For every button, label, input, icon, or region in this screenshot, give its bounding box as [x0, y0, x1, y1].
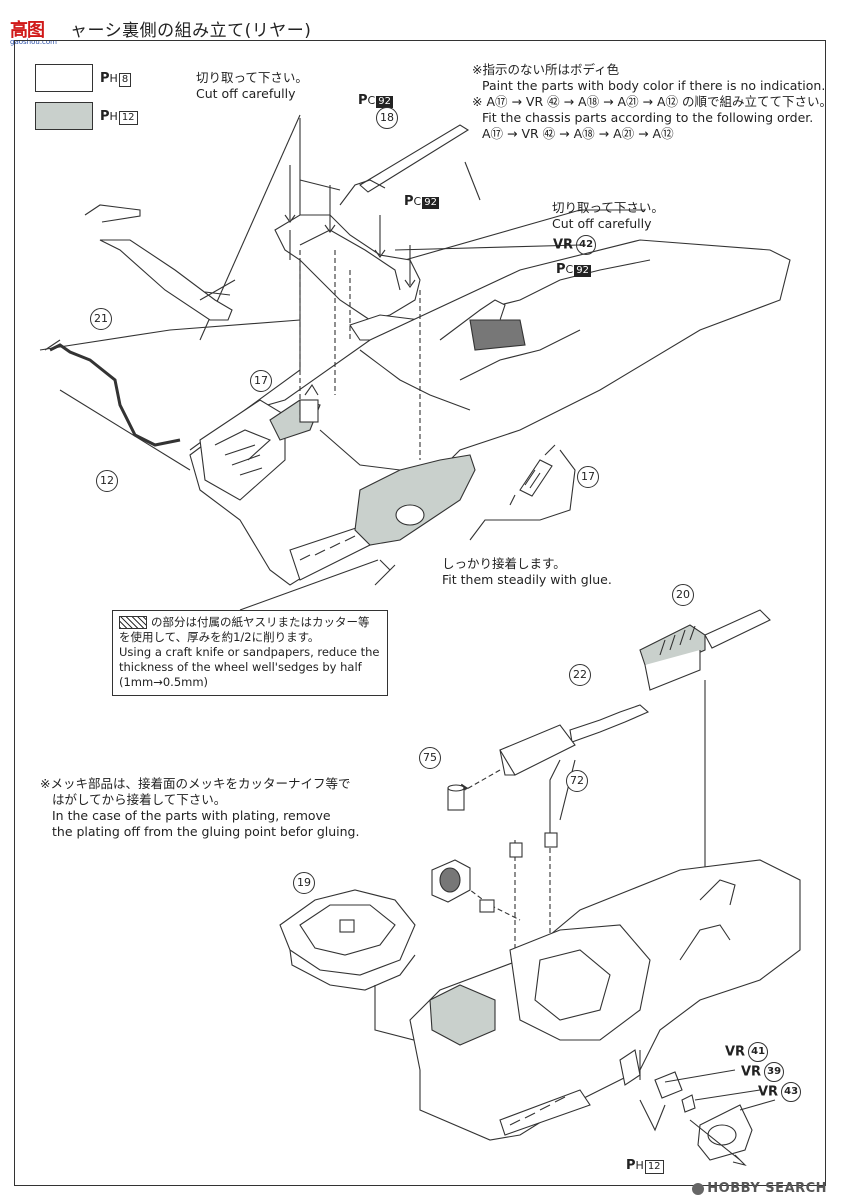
- part-72-bush-a: [509, 842, 523, 858]
- part-label-72: 72: [566, 770, 588, 792]
- cut-note-2-en: Cut off carefully: [552, 216, 652, 231]
- ph-gray-num: 12: [118, 111, 138, 125]
- ph-bottom-num: 12: [644, 1160, 664, 1174]
- note-box-en1: Using a craft knife or sandpapers, reduc…: [119, 645, 380, 659]
- body-color-note-jp: ※指示のない所はボディ色: [472, 62, 620, 77]
- order-note-jp: ※ A⑰ → VR ㊷ → A⑱ → A㉑ → A⑫ の順で組み立てて下さい。: [472, 94, 833, 109]
- part-label-17b: 17: [577, 466, 599, 488]
- part-vr43-disc: [697, 1104, 753, 1161]
- part-22-exhaust: [499, 704, 650, 776]
- plating-note-jp2: はがしてから接着して下さい。: [52, 792, 227, 807]
- note-box-en3: (1mm→0.5mm): [119, 675, 209, 689]
- part-label-17a: 17: [250, 370, 272, 392]
- plating-note-en2: the plating off from the gluing point be…: [52, 824, 360, 839]
- plating-note-en1: In the case of the parts with plating, r…: [52, 808, 331, 823]
- gray-color-swatch: [35, 102, 93, 130]
- order-note-en2: A⑰ → VR ㊷ → A⑱ → A㉑ → A⑫: [482, 126, 674, 141]
- site-logo: 高图 gaoshou.com: [4, 8, 66, 46]
- body-color-note-en: Paint the parts with body color if there…: [482, 78, 826, 93]
- wheel-well-note-box: の部分は付属の紙ヤスリまたはカッター等 を使用して、厚みを約1/2に削ります。 …: [112, 610, 388, 696]
- ph-white-num: 8: [118, 73, 132, 87]
- pc-prefix: C: [367, 94, 376, 107]
- vr-num: 39: [764, 1062, 785, 1082]
- ph-prefix: H: [109, 72, 118, 85]
- ph-prefix: H: [109, 110, 118, 123]
- part-17-shock-left: [299, 383, 319, 423]
- part-label-21: 21: [90, 308, 112, 330]
- vr-num: 42: [576, 235, 597, 255]
- cut-note-2-jp: 切り取って下さい。: [552, 200, 664, 215]
- note-box-line-1: の部分は付属の紙ヤスリまたはカッター等: [119, 615, 381, 630]
- watermark: HOBBY SEARCH: [692, 1181, 827, 1196]
- cut-note-1-en: Cut off carefully: [196, 86, 296, 101]
- part-label-20: 20: [672, 584, 694, 606]
- part-vr39-pin: [681, 1094, 696, 1113]
- note-box-jp2: を使用して、厚みを約1/2に削ります。: [119, 630, 320, 644]
- pc-prefix: C: [413, 195, 422, 208]
- part-label-22: 22: [569, 664, 591, 686]
- part-label-19: 19: [293, 872, 315, 894]
- rear-subframe: [274, 179, 426, 341]
- wheel-well-gray-area: [354, 454, 476, 546]
- glue-note-en: Fit them steadily with glue.: [442, 572, 612, 587]
- cut-note-1-jp: 切り取って下さい。: [196, 70, 308, 85]
- logo-subtext: gaoshou.com: [10, 38, 57, 46]
- logo-text: 高图: [10, 20, 45, 41]
- watermark-logo-icon: [692, 1182, 705, 1195]
- pc-num: 92: [574, 265, 591, 277]
- vr-prefix: VR: [741, 1064, 762, 1080]
- vr-prefix: VR: [725, 1044, 746, 1060]
- diagram-frame: [14, 40, 826, 1186]
- part-12-stabilizer: [49, 343, 181, 447]
- part-18-shaft: [359, 124, 470, 193]
- part-21-arm: [84, 204, 236, 321]
- part-17-shock-right: [509, 444, 556, 506]
- watermark-text: HOBBY SEARCH: [707, 1181, 827, 1196]
- order-note-en1: Fit the chassis parts according to the f…: [482, 110, 814, 125]
- part-72-bush-b: [544, 832, 558, 848]
- body-color-swatch: [35, 64, 93, 92]
- glue-note-jp: しっかり接着します。: [442, 556, 566, 571]
- vr-num: 43: [781, 1082, 802, 1102]
- note-box-jp1: の部分は付属の紙ヤスリまたはカッター等: [151, 615, 370, 629]
- part-label-12: 12: [96, 470, 118, 492]
- page-title: ャーシ裏側の組み立て(リヤー): [70, 21, 312, 41]
- pc-num: 92: [422, 197, 439, 209]
- ph-prefix: H: [635, 1159, 644, 1172]
- part-label-18: 18: [376, 107, 398, 129]
- pc-prefix: C: [565, 263, 574, 276]
- part-20-muffler: [639, 609, 771, 691]
- part-diff-carrier: [431, 859, 495, 913]
- part-label-75: 75: [419, 747, 441, 769]
- vr-prefix: VR: [758, 1084, 779, 1100]
- plating-note-jp1: ※メッキ部品は、接着面のメッキをカッターナイフ等で: [40, 776, 351, 791]
- vr-num: 41: [748, 1042, 769, 1062]
- vr-prefix: VR: [553, 237, 574, 253]
- hatch-pattern-icon: [119, 616, 147, 629]
- part-19-spare-tire-well: [279, 889, 416, 991]
- part-pc92-dark: [469, 319, 526, 351]
- note-box-en2: thickness of the wheel well'sedges by ha…: [119, 660, 362, 674]
- part-vr41-bush: [654, 1071, 683, 1099]
- pc-num: 92: [376, 96, 393, 108]
